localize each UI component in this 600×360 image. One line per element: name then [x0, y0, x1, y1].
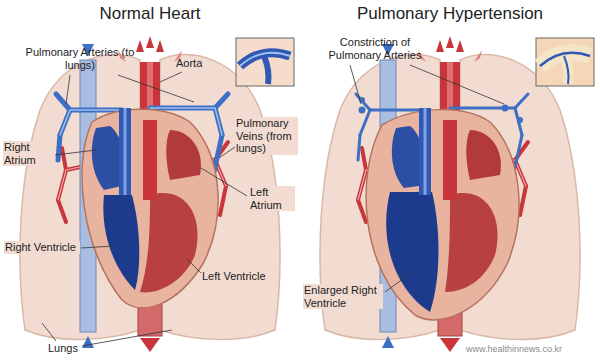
part-label: Lungs — [48, 342, 88, 355]
watermark: www.healthinnews.co.kr — [466, 344, 596, 354]
part-label: Pulmonary Arteries (to lungs) — [22, 46, 138, 71]
part-label: Right Atrium — [3, 141, 53, 166]
part-label: Constriction of Pulmonary Arteries — [316, 36, 434, 61]
panel-title: Pulmonary Hypertension — [330, 4, 570, 24]
part-label: Pulmonary Veins (from lungs) — [235, 117, 298, 155]
part-label: Aorta — [176, 57, 210, 70]
part-label: Right Ventricle — [4, 241, 80, 254]
panel-title: Normal Heart — [40, 4, 260, 24]
part-label: Enlarged Right Ventricle — [303, 284, 383, 309]
part-label: Left Ventricle — [201, 270, 273, 283]
part-label: Left Atrium — [249, 186, 295, 211]
leader-lines — [42, 65, 504, 346]
